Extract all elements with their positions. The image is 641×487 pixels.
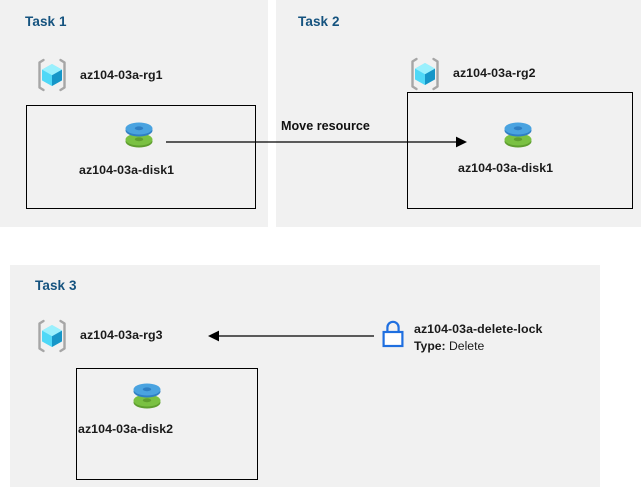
lock-type-key: Type: xyxy=(414,339,446,353)
panel-task-2: Task 2 az104-03a-rg2 az104-0 xyxy=(276,0,641,227)
resource-group-cube-icon xyxy=(34,57,70,93)
task-1-resource-box xyxy=(26,105,256,209)
task-2-heading: Task 2 xyxy=(298,14,340,29)
task-1-heading: Task 1 xyxy=(25,14,67,29)
task-3-resource-label: az104-03a-disk2 xyxy=(78,422,174,436)
lock-type-value: Delete xyxy=(449,339,485,353)
task-3-resource-box xyxy=(76,368,258,480)
resource-lock-icon xyxy=(381,319,405,349)
lock-type-row: Type: Delete xyxy=(414,339,484,353)
panel-task-1: Task 1 az104-03a-rg1 xyxy=(0,0,268,227)
task-2-resource-group-label: az104-03a-rg2 xyxy=(453,66,536,80)
task-3-resource-group-label: az104-03a-rg3 xyxy=(80,328,163,342)
managed-disk-icon xyxy=(499,117,537,155)
panel-task-3: Task 3 az104-03a-rg3 az104-0 xyxy=(10,265,600,487)
move-resource-edge-label: Move resource xyxy=(281,119,370,133)
lock-to-resource-group-arrow xyxy=(208,328,374,344)
resource-group-cube-icon xyxy=(407,56,443,92)
managed-disk-icon xyxy=(128,378,166,416)
task-2-resource-box xyxy=(407,92,633,209)
resource-group-cube-icon xyxy=(34,318,70,354)
managed-disk-icon xyxy=(120,117,158,155)
move-resource-arrow xyxy=(166,134,468,150)
lock-name-label: az104-03a-delete-lock xyxy=(414,322,543,336)
task-1-resource-group-label: az104-03a-rg1 xyxy=(80,68,163,82)
task-3-heading: Task 3 xyxy=(35,278,77,293)
task-1-resource-label: az104-03a-disk1 xyxy=(79,163,175,177)
task-2-resource-label: az104-03a-disk1 xyxy=(458,161,554,175)
